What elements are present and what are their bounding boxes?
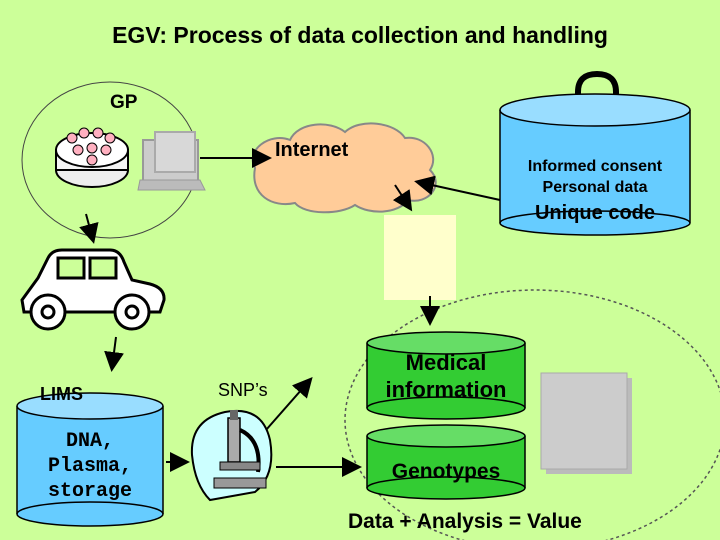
blue-cylinder [499,93,691,236]
internet-label: Internet [275,139,349,161]
arrow-car-lims [104,336,124,372]
page-title: EGV: Process of data collection and hand… [112,22,608,48]
car-icon [20,248,166,331]
medical-info-line2: information [385,377,507,402]
computer-icon [137,131,206,191]
arrow-internet-document [392,184,413,212]
dna-label-line3: storage [47,480,132,503]
internet-cloud [251,122,437,214]
genotypes-cylinder [366,424,526,500]
gp-label: GP [110,92,138,113]
blood-tubes-icon [55,127,129,188]
genotypes-label: Genotypes [391,460,501,483]
snps-label: SNP’s [218,380,268,400]
arrow-microscope-cylinder [265,376,313,431]
medical-info-line1: Medical [405,350,487,375]
dna-label-line1: DNA, [65,430,114,453]
document-box [384,215,456,300]
equation-label: Data + Analysis = Value [348,510,582,533]
medical-cylinder [366,331,526,420]
dna-cylinder [16,392,164,527]
informed-consent-label: Informed consent [527,158,663,175]
lims-label: LIMS [40,384,83,404]
arrow-gp-car [79,213,99,244]
microscope-icon [190,409,273,502]
arrow-unique-code-internet [414,175,501,201]
personal-data-label: Personal data [542,179,648,196]
unique-code-label: Unique code [534,202,655,224]
results-ellipse [344,289,720,540]
results-box [540,372,632,474]
dna-label-line2: Plasma, [47,455,132,478]
